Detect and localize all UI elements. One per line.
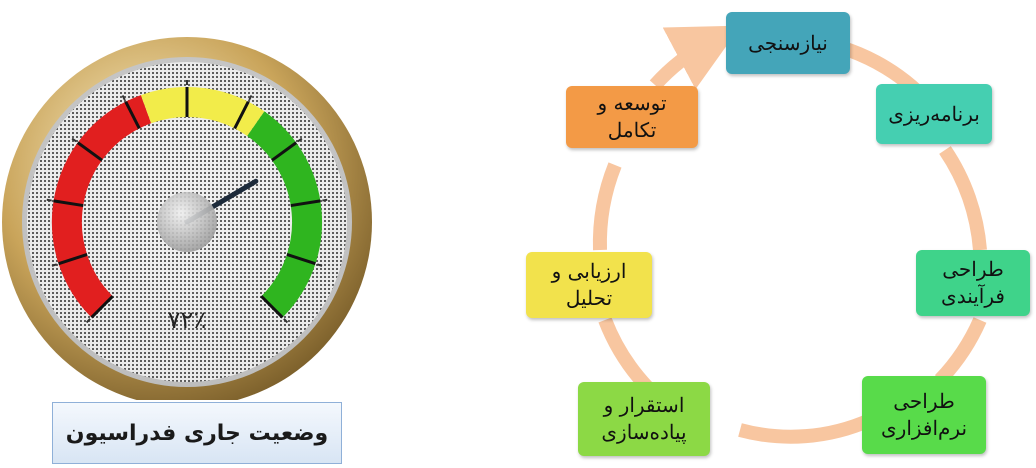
cycle-step-line: توسعه و [597,91,667,115]
cycle-step-line: طراحی [942,257,1004,281]
cycle-step-line: برنامه‌ریزی [888,101,980,126]
gauge-tick-outer [316,263,323,267]
gauge-tick [260,295,284,319]
cycle-arrow-segment [738,413,873,444]
cycle-step-needs-assessment: نیازسنجی [726,12,850,74]
gauge-zone-red [51,95,152,318]
cycle-step-line: تکامل [607,118,657,142]
cycle-step-evaluation: ارزیابی و تحلیل [526,252,652,318]
gauge-tick [290,199,321,208]
gauge-tick-outer [85,318,91,324]
gauge-ticks [46,80,328,324]
cycle-step-line: استقرار و [603,393,685,417]
cycle-step-software-design: طراحی نرم‌افزاری [862,376,986,454]
gauge-tick-outer [71,137,77,143]
cycle-step-development: توسعه و تکامل [566,86,698,148]
gauge-tick [233,101,250,130]
cycle-arrow-segment [649,25,741,90]
gauge-tick [286,253,316,266]
gauge-tick-outer [322,198,328,202]
cycle-step-line: نیازسنجی [748,30,828,55]
cycle-step-process-design: طراحی فرآیندی [916,250,1030,316]
cycle-step-line: طراحی [893,389,955,413]
cycle-step-planning: برنامه‌ریزی [876,84,992,144]
cycle-step-line: تحلیل [565,286,613,310]
cycle-step-line: فرآیندی [941,284,1005,308]
gauge-tick-outer [297,137,303,143]
gauge-tick [90,295,114,319]
gauge-tick-outer [46,198,52,202]
cycle-step-line: پیاده‌سازی [601,420,687,444]
cycle-step-deployment: استقرار و پیاده‌سازی [578,382,710,456]
gauge-tick-outer [283,318,289,324]
cycle-arrow-segment [934,317,987,385]
gauge-tick-outer [248,95,253,101]
status-label: وضعیت جاری فدراسیون [52,402,342,464]
gauge-tick [271,141,298,162]
gauge-zone-yellow [140,87,265,137]
gauge-hub [157,192,217,252]
cycle-step-line: ارزیابی و [551,259,627,283]
gauge-tick [58,253,88,266]
cycle-arrow-segment [592,162,622,251]
gauge-tick [53,199,84,208]
cycle-arrow-segment [598,317,656,395]
cycle-step-line: نرم‌افزاری [881,416,968,440]
gauge-tick-outer [51,263,58,267]
cycle-arrow-segment [939,146,987,251]
gauge-dial: ۷۲٪ [2,37,372,400]
gauge-tick [124,101,141,130]
gauge-tick [76,141,103,162]
gauge-zone-green [246,111,323,318]
gauge-value-label: ۷۲٪ [168,306,207,334]
gauge-tick-outer [121,95,126,101]
